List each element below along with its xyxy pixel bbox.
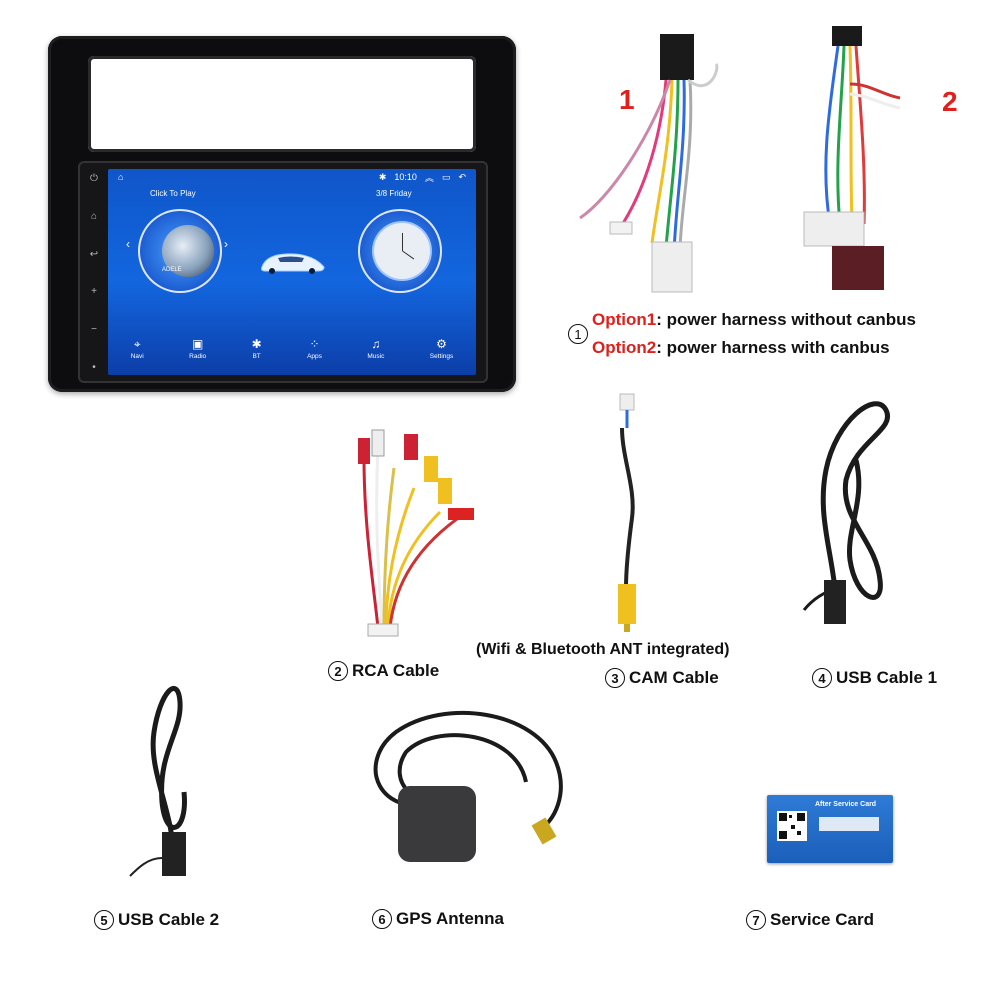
date-label: 3/8 Friday: [376, 189, 412, 198]
back-icon: ↩: [89, 248, 99, 260]
dock-item-radio[interactable]: ▣ Radio: [189, 337, 206, 360]
gps-label: GPS Antenna: [396, 909, 504, 928]
gps-caption: 6 GPS Antenna: [372, 909, 504, 929]
dock-item-settings[interactable]: ⚙ Settings: [430, 337, 454, 360]
head-unit-bezel: ⏻ ⌂ ↩ + − • ⌂ ✱ 10:10 ︽ ▭ ↶ Click To Pla…: [78, 161, 488, 383]
apps-grid-icon: ⁘: [309, 337, 320, 351]
clock-hour-hand: [402, 233, 403, 251]
service-card-title: After Service Card: [815, 801, 877, 808]
clock-face: [374, 223, 430, 279]
cam-caption: 3 CAM Cable: [605, 668, 719, 688]
home-icon: ⌂: [90, 210, 98, 222]
bluetooth-icon: ✱: [378, 171, 387, 182]
window-icon: ▭: [441, 171, 451, 182]
item-2-circle: 2: [328, 661, 348, 681]
status-time: 10:10: [394, 172, 417, 182]
app-dock: ⌖ Navi ▣ Radio ✱ BT ⁘ Apps ♫ Music: [108, 337, 476, 375]
dock-label: BT: [252, 353, 261, 360]
status-bar: ⌂ ✱ 10:10 ︽ ▭ ↶: [108, 169, 476, 185]
side-buttons: ⏻ ⌂ ↩ + − •: [86, 173, 102, 373]
item-7-circle: 7: [746, 910, 766, 930]
service-card-caption: 7 Service Card: [746, 910, 874, 930]
chevron-up-icon: ︽: [424, 172, 434, 183]
back-icon: ↶: [458, 171, 466, 182]
volume-up-icon: +: [91, 286, 97, 298]
harness-1-number: 1: [619, 84, 635, 115]
volume-down-icon: −: [91, 324, 97, 336]
frame-cutout: [88, 56, 476, 152]
dock-label: Navi: [130, 353, 144, 360]
dock-item-apps[interactable]: ⁘ Apps: [307, 337, 322, 360]
dock-label: Settings: [429, 353, 454, 360]
service-card-label: Service Card: [770, 910, 874, 929]
service-card-image: After Service Card: [767, 795, 893, 863]
usb1-label: USB Cable 1: [836, 668, 938, 687]
usb-cable-2-image: [129, 686, 187, 877]
music-widget-label: Click To Play: [150, 189, 196, 198]
option1-text: : power harness without canbus: [656, 310, 916, 329]
chevron-right-icon: ›: [224, 237, 228, 251]
usb-cable-1-image: [802, 401, 891, 624]
chevron-left-icon: ‹: [126, 237, 130, 251]
option1-label: Option1: [592, 310, 657, 329]
dock-item-music[interactable]: ♫ Music: [367, 337, 384, 360]
album-art: [162, 225, 214, 277]
dock-label: Radio: [189, 353, 207, 360]
item-1-circle: 1: [568, 324, 588, 344]
cam-label: CAM Cable: [629, 668, 719, 687]
power-harness-2-image: [803, 26, 901, 290]
item-6-circle: 6: [372, 909, 392, 929]
rca-cable-image: [358, 429, 474, 637]
usb2-label: USB Cable 2: [118, 910, 220, 929]
item-4-circle: 4: [812, 668, 832, 688]
music-note-icon: ♫: [371, 337, 381, 351]
radio-icon: ▣: [191, 337, 204, 351]
gear-icon: ⚙: [436, 337, 447, 351]
option1-line: Option1: power harness without canbus: [592, 310, 916, 330]
dock-item-navi[interactable]: ⌖ Navi: [131, 337, 144, 360]
head-unit-screen: ⌂ ✱ 10:10 ︽ ▭ ↶ Click To Play ADELE ‹ ›: [108, 169, 476, 375]
cam-cable-image: [618, 393, 636, 632]
qr-code-icon: [777, 811, 807, 841]
option2-line: Option2: power harness with canbus: [592, 338, 916, 358]
option2-label: Option2: [592, 338, 657, 357]
dock-label: Apps: [307, 353, 322, 360]
option2-text: : power harness with canbus: [656, 338, 890, 357]
music-widget: Click To Play ADELE ‹ ›: [126, 189, 238, 311]
clock-minute-hand: [402, 250, 415, 260]
usb2-caption: 5 USB Cable 2: [94, 910, 219, 930]
service-card-text-lines: [819, 817, 879, 831]
music-circle: ADELE: [138, 209, 222, 293]
power-icon: ⏻: [90, 173, 98, 184]
clock-circle: [358, 209, 442, 293]
harness-2-number: 2: [942, 86, 958, 117]
mic-icon: •: [92, 361, 96, 373]
dock-label: Music: [367, 353, 385, 360]
item-5-circle: 5: [94, 910, 114, 930]
wifi-bt-note: (Wifi & Bluetooth ANT integrated): [476, 641, 730, 658]
rca-label: RCA Cable: [352, 661, 440, 680]
power-harness-1-image: [579, 34, 719, 293]
item-3-circle: 3: [605, 668, 625, 688]
home-icon: ⌂: [118, 172, 124, 182]
harness-options: 1 Option1: power harness without canbus …: [568, 310, 916, 358]
location-pin-icon: ⌖: [133, 337, 141, 351]
bluetooth-icon: ✱: [251, 337, 262, 351]
album-text: ADELE: [162, 267, 182, 273]
gps-antenna-image: [373, 711, 563, 862]
head-unit-frame: ⏻ ⌂ ↩ + − • ⌂ ✱ 10:10 ︽ ▭ ↶ Click To Pla…: [48, 36, 516, 392]
rca-caption: 2 RCA Cable: [328, 661, 439, 681]
dock-item-bt[interactable]: ✱ BT: [252, 337, 262, 360]
clock-widget: 3/8 Friday: [346, 189, 458, 311]
usb1-caption: 4 USB Cable 1: [812, 668, 937, 688]
car-icon: [261, 253, 325, 274]
